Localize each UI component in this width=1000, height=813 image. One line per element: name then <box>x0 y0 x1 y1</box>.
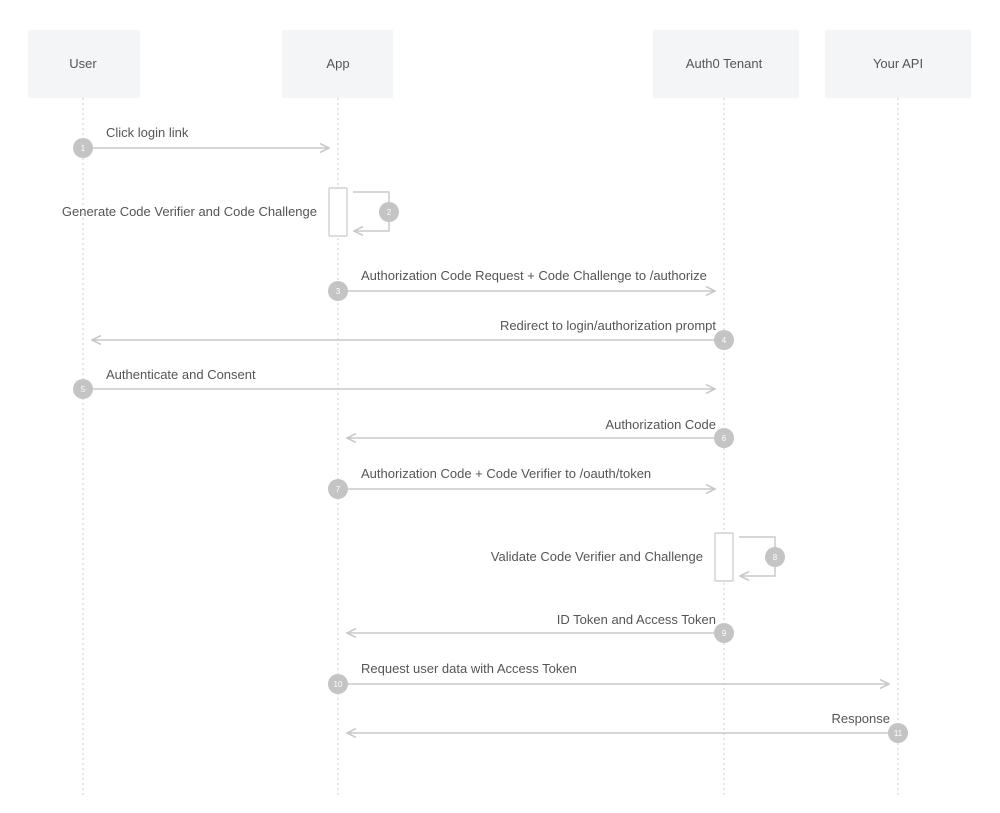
step-number: 3 <box>336 287 341 296</box>
message-label: Response <box>831 711 890 726</box>
step-number-badge <box>888 723 908 743</box>
actor-user: User <box>28 30 140 98</box>
step-number: 9 <box>722 629 727 638</box>
message-step-8: Validate Code Verifier and Challenge 8 <box>491 536 785 576</box>
step-number: 5 <box>81 385 86 394</box>
message-step-2: Generate Code Verifier and Code Challeng… <box>62 191 399 231</box>
message-label: Redirect to login/authorization prompt <box>500 318 716 333</box>
actor-box <box>28 30 140 98</box>
message-step-10: Request user data with Access Token 10 <box>328 661 889 694</box>
step-number-badge <box>714 623 734 643</box>
actor-label: Auth0 Tenant <box>686 56 763 71</box>
message-step-3: Authorization Code Request + Code Challe… <box>328 268 715 301</box>
activation-bar <box>328 187 348 237</box>
step-number: 7 <box>336 485 341 494</box>
step-number: 1 <box>81 144 86 153</box>
actor-box <box>825 30 971 98</box>
message-step-4: Redirect to login/authorization prompt 4 <box>92 318 734 350</box>
step-number: 11 <box>894 729 903 738</box>
step-number-badge <box>73 379 93 399</box>
message-step-1: Click login link 1 <box>73 125 329 158</box>
message-label: Authorization Code Request + Code Challe… <box>361 268 707 283</box>
message-label: ID Token and Access Token <box>557 612 716 627</box>
message-label: Validate Code Verifier and Challenge <box>491 549 703 564</box>
step-number-badge <box>765 547 785 567</box>
message-label: Authorization Code <box>605 417 716 432</box>
message-label: Request user data with Access Token <box>361 661 577 676</box>
message-step-11: Response 11 <box>347 711 908 743</box>
actor-box <box>282 30 393 98</box>
step-number-badge <box>714 428 734 448</box>
actor-label: Your API <box>873 56 923 71</box>
message-label: Click login link <box>106 125 189 140</box>
actor-box <box>653 30 799 98</box>
message-step-7: Authorization Code + Code Verifier to /o… <box>328 466 715 499</box>
message-label: Authenticate and Consent <box>106 367 256 382</box>
actor-label: User <box>69 56 97 71</box>
step-number-badge <box>379 202 399 222</box>
step-number-badge <box>328 281 348 301</box>
step-number-badge <box>73 138 93 158</box>
step-number-badge <box>328 479 348 499</box>
step-number: 4 <box>722 336 727 345</box>
actor-tenant: Auth0 Tenant <box>653 30 799 98</box>
message-step-9: ID Token and Access Token 9 <box>347 612 734 643</box>
actor-app: App <box>282 30 393 98</box>
message-step-5: Authenticate and Consent 5 <box>73 367 715 399</box>
step-number: 8 <box>773 553 778 562</box>
actor-api: Your API <box>825 30 971 98</box>
actor-label: App <box>326 56 349 71</box>
activation-bar <box>714 532 734 582</box>
step-number-badge <box>328 674 348 694</box>
step-number: 6 <box>722 434 727 443</box>
message-step-6: Authorization Code 6 <box>347 417 734 448</box>
step-number: 10 <box>334 680 343 689</box>
step-number: 2 <box>387 208 392 217</box>
step-number-badge <box>714 330 734 350</box>
message-label: Generate Code Verifier and Code Challeng… <box>62 204 317 219</box>
message-label: Authorization Code + Code Verifier to /o… <box>361 466 651 481</box>
